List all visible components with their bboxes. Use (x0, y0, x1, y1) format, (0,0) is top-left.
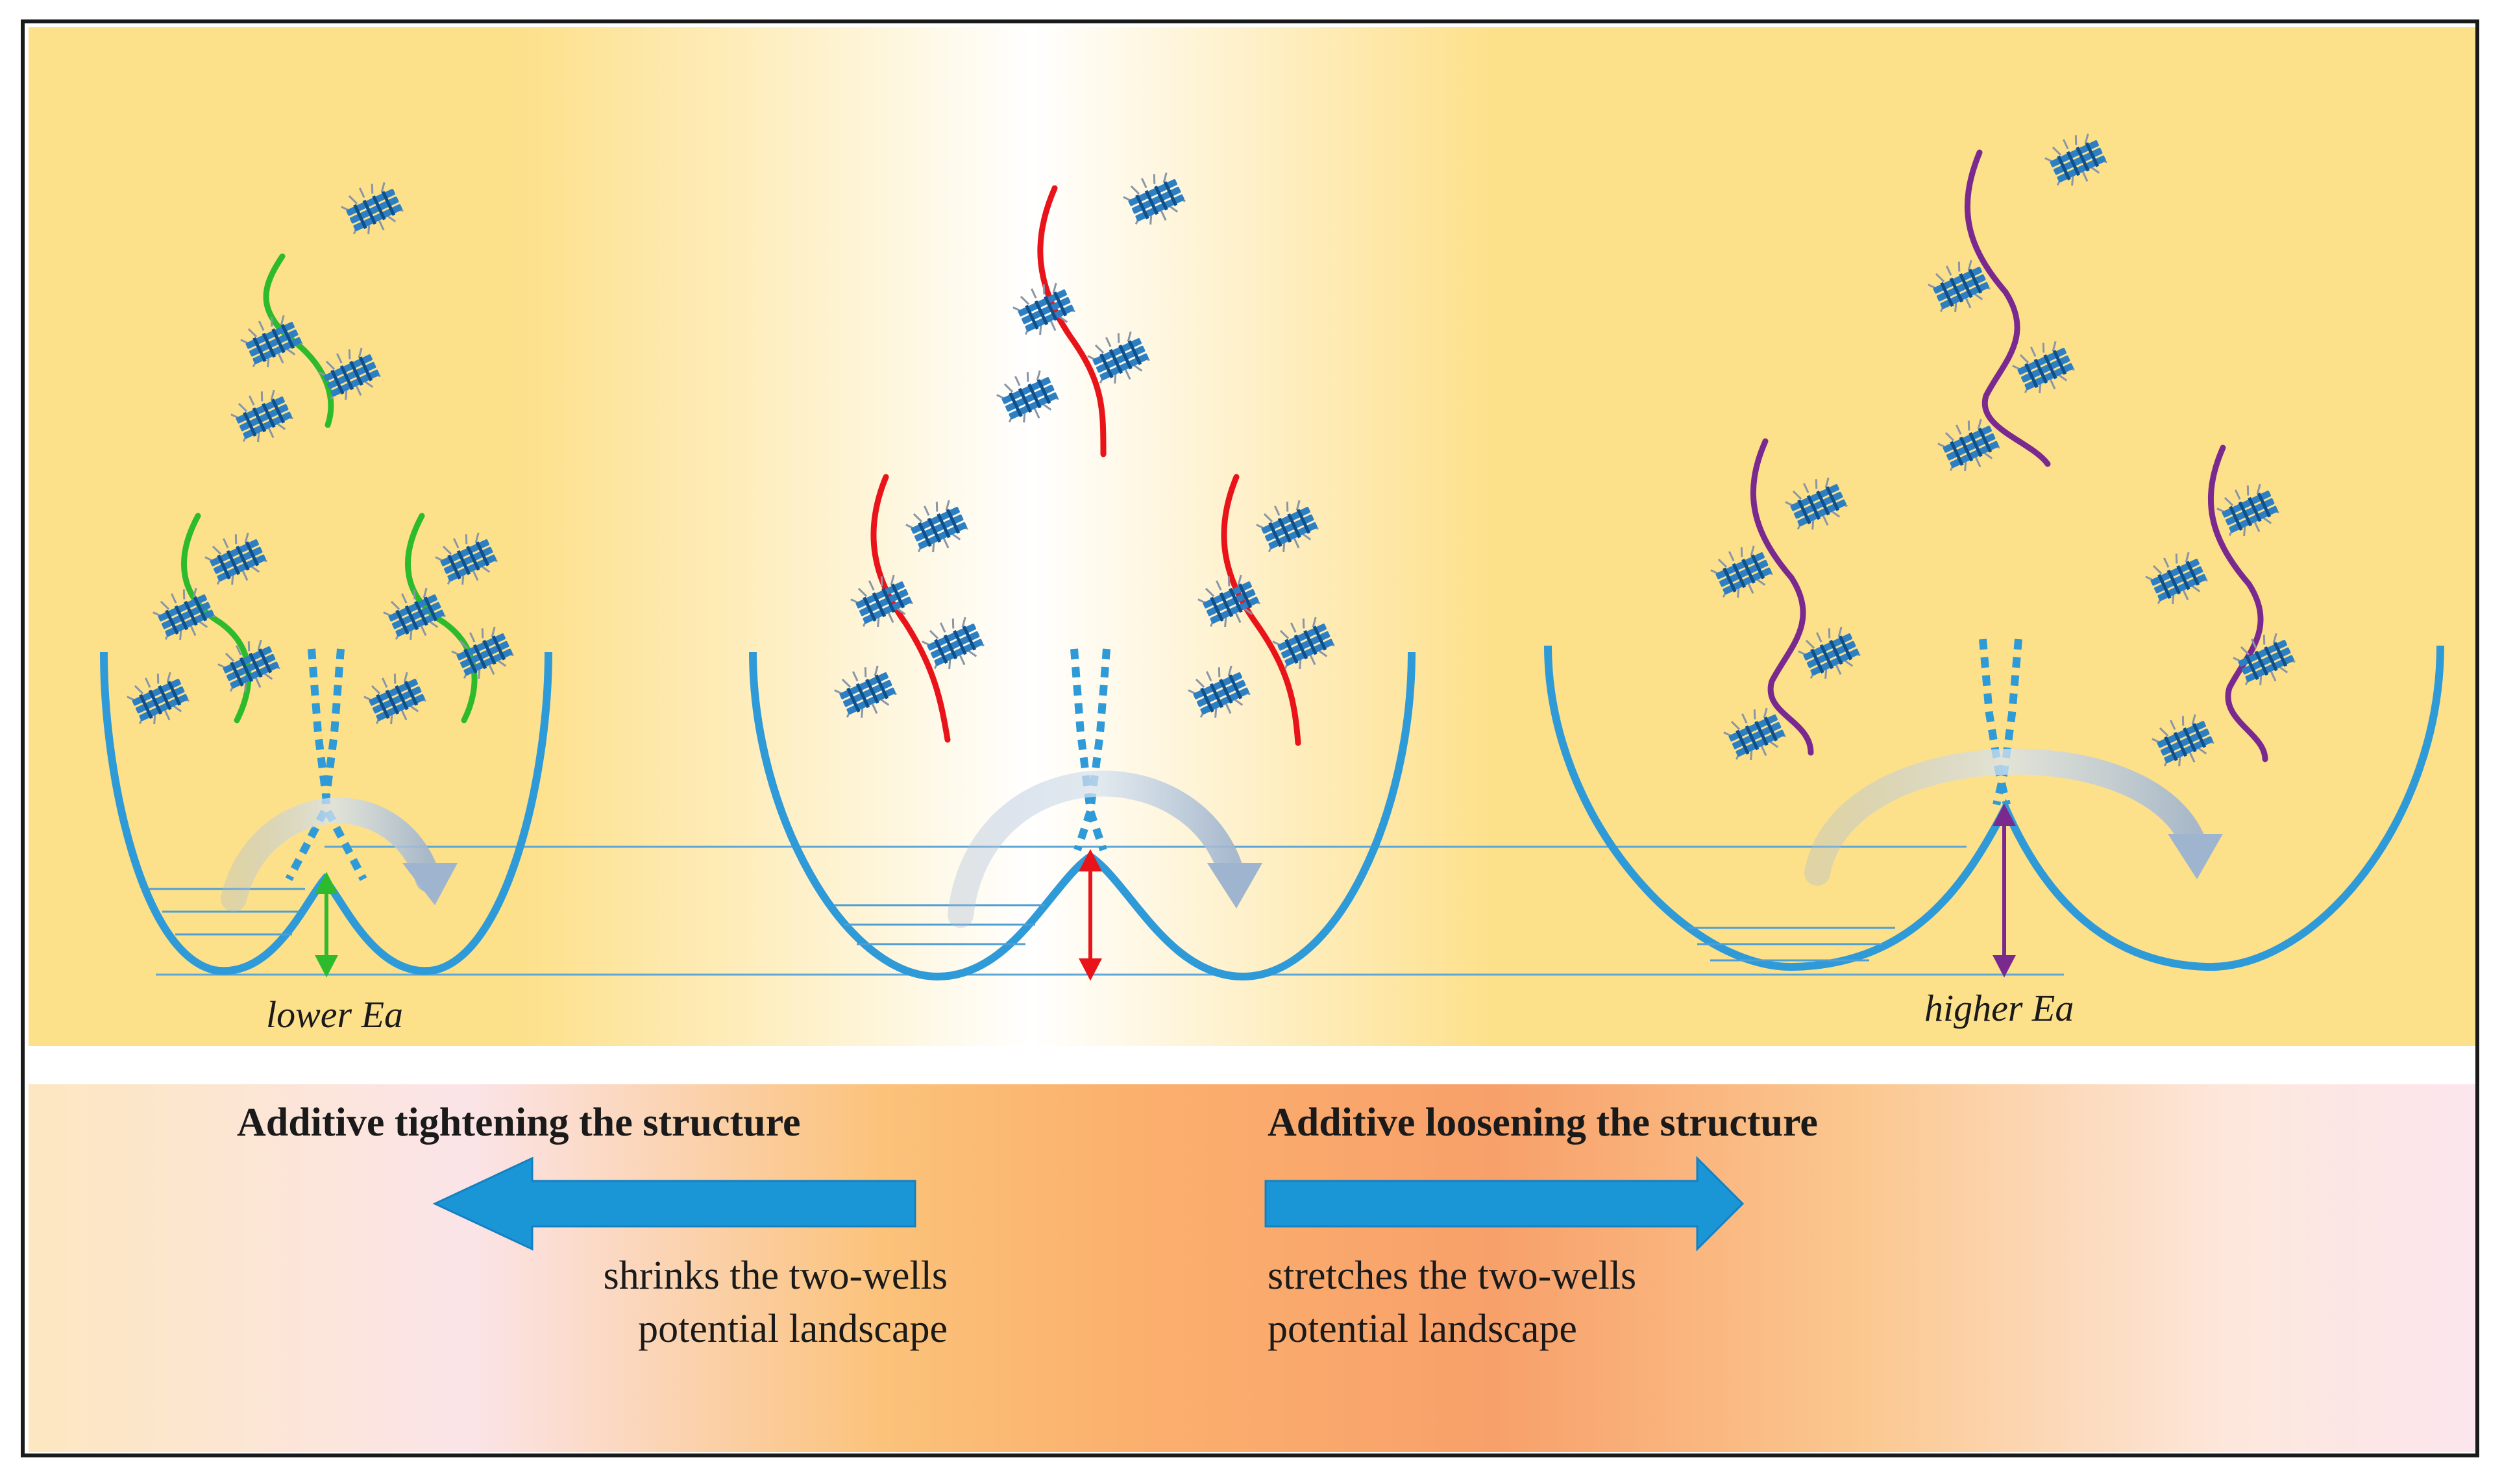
lower-ea-label: lower Ea (266, 993, 404, 1036)
green-strand (180, 513, 252, 724)
reference-lines (156, 845, 2064, 976)
additive-molecules (123, 127, 2299, 774)
purple-strand (1750, 438, 1814, 756)
tighten-description: shrinks the two-wells potential landscap… (603, 1254, 948, 1351)
potential-well-right (1544, 639, 2444, 978)
red-strand (1221, 474, 1301, 746)
legend-panel (29, 1084, 2475, 1452)
green-strand (404, 513, 478, 724)
loosen-heading: Additive loosening the structure (1268, 1101, 1818, 1145)
purple-strand (1964, 149, 2051, 467)
red-strand (870, 474, 951, 743)
loosen-arrow (1264, 1156, 1745, 1252)
potential-well-left (100, 648, 552, 978)
tighten-arrow (432, 1156, 916, 1251)
purple-strand (2207, 444, 2268, 762)
potential-well-middle (749, 648, 1416, 981)
red-strand (1037, 185, 1107, 457)
tighten-heading: Additive tightening the structure (237, 1101, 801, 1145)
higher-ea-label: higher Ea (1924, 987, 2074, 1029)
loosen-description: stretches the two-wells potential landsc… (1268, 1254, 1637, 1351)
